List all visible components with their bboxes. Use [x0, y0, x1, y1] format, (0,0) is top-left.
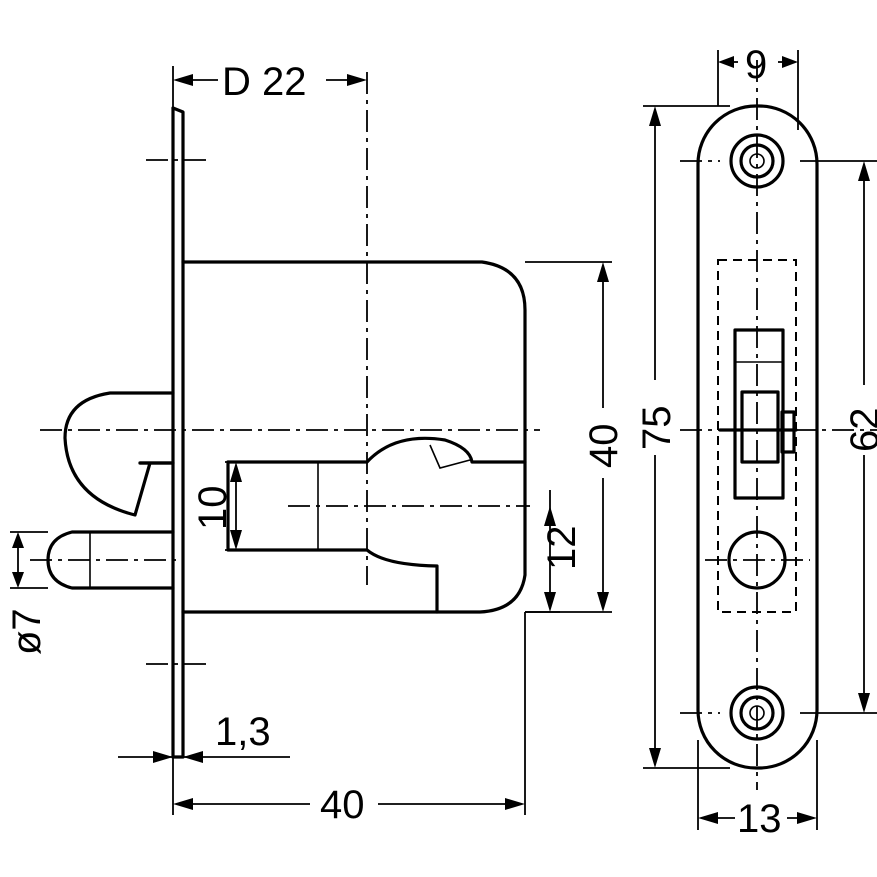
dim-body-height-label: 40 — [582, 424, 626, 469]
internal-bolt-lower — [226, 460, 439, 614]
dim-bolt-height-label: 10 — [191, 486, 235, 531]
dim-d22-label: D 22 — [222, 60, 307, 104]
latch-nub — [780, 410, 796, 454]
dim-body-depth-label: 40 — [320, 783, 365, 827]
latch-hook — [63, 391, 175, 517]
bolt-cam — [429, 444, 471, 469]
side-view: D 22 1,3 40 40 10 12 — [5, 60, 626, 827]
dim-bolt-offset-label: 12 — [540, 526, 584, 571]
front-view: 9 13 75 62 — [635, 43, 877, 841]
dim-faceplate-thickness-label: 1,3 — [215, 710, 271, 754]
dim-plate-width-label: 13 — [737, 797, 782, 841]
latch-tongue — [740, 390, 780, 464]
dim-pin-diameter-label: ø7 — [5, 608, 49, 655]
dim-plate-length-label: 75 — [635, 406, 679, 451]
dim-hole-spacing-label: 62 — [843, 408, 877, 453]
dim-plate-inner-width-label: 9 — [745, 43, 767, 87]
internal-bolt — [226, 436, 527, 464]
lock-body — [181, 260, 527, 614]
